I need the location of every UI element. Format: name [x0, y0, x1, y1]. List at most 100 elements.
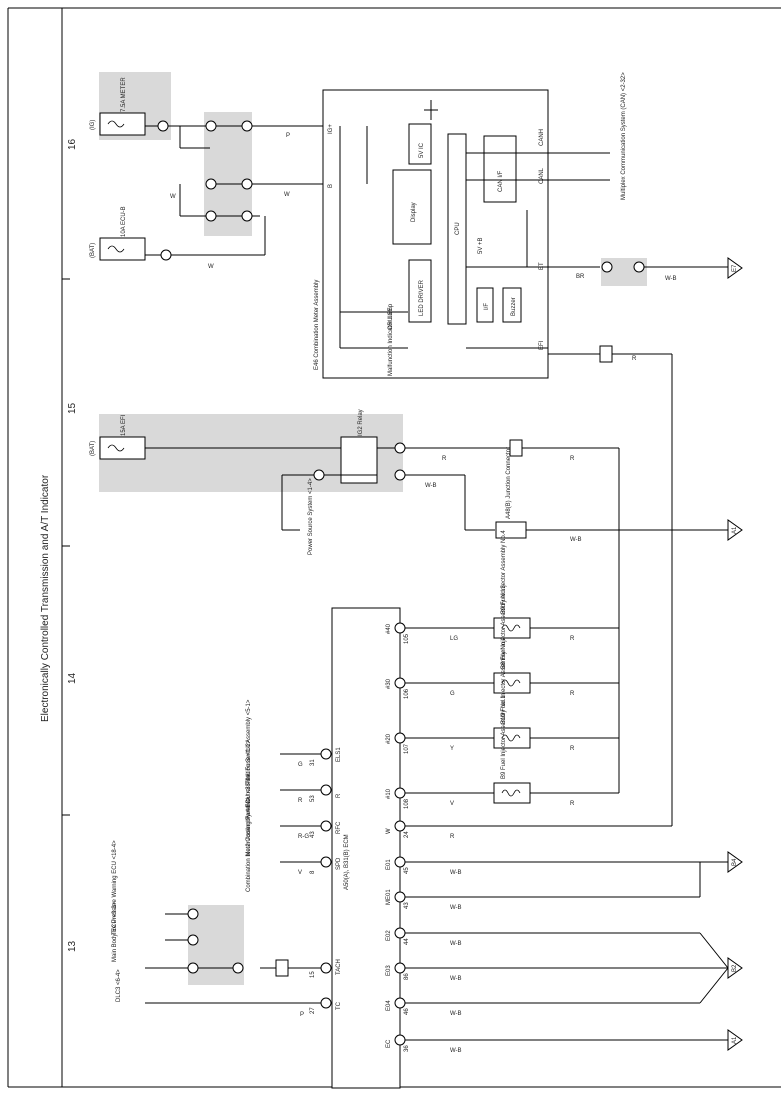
- ground-label: E7: [732, 264, 738, 272]
- pin-ig: IG+: [328, 124, 334, 134]
- block-5vb: 5V +B: [478, 237, 484, 254]
- wire-color: R: [450, 834, 455, 840]
- wire-color: R: [442, 456, 447, 462]
- ground-label: A1: [732, 526, 738, 534]
- wire-color: W-B: [665, 276, 677, 282]
- ground-symbol: [727, 1029, 743, 1051]
- pin-canl: CANL: [539, 167, 545, 184]
- ecm-pin-label: ELS1: [336, 747, 342, 762]
- ecm-pin-num: 36: [404, 1045, 410, 1052]
- block-cpu: CPU: [455, 222, 461, 235]
- ecm-pin-num: 107: [404, 743, 410, 754]
- ecm-pin-label: SPD: [336, 857, 342, 870]
- ecm-pin-num: 44: [404, 938, 410, 945]
- wire-color: W-B: [425, 483, 437, 489]
- wire-color: W-B: [450, 1011, 462, 1017]
- ground-symbol: [727, 519, 743, 541]
- ecm-pin-num: 86: [404, 973, 410, 980]
- wire-color: G: [450, 691, 455, 697]
- ground-symbol: [727, 957, 743, 979]
- pin-efi: EFI: [539, 340, 545, 350]
- tach-num: 15: [310, 971, 316, 978]
- mpx-label: Multiplex Communication System (CAN) <2-…: [621, 72, 627, 200]
- wire-color: W-B: [450, 870, 462, 876]
- cruise-label: CRUISE: [388, 307, 394, 330]
- pin-b: B: [328, 184, 334, 188]
- tach-pin: TACH: [336, 959, 342, 975]
- ecm-pin-num: 46: [404, 1008, 410, 1015]
- wire-color: W-B: [450, 905, 462, 911]
- ig2-relay: [340, 436, 378, 484]
- ecm-pin-num: 43: [310, 831, 316, 838]
- ecm-pin-label: #40: [386, 623, 392, 634]
- block-display: Display: [411, 202, 417, 222]
- wire-color: R: [570, 801, 575, 807]
- tc-pin: TC: [336, 1001, 342, 1010]
- ecm-right-pin: EC 36 W-B: [386, 1034, 462, 1054]
- wire-color: R-G: [298, 834, 309, 840]
- relay-label: IG2 Relay: [358, 409, 364, 436]
- wire-color: P: [300, 1012, 304, 1018]
- diagram-title: Electronically Controlled Transmission a…: [40, 474, 51, 722]
- meter-assembly-label: E46 Combination Meter Assembly: [314, 280, 320, 370]
- wire-color: G: [298, 762, 303, 768]
- ig-label: (IG): [90, 120, 96, 130]
- ground-label: B4: [732, 858, 738, 866]
- tc-dest: DLC3 <6-4>: [116, 969, 122, 1002]
- wire-color: Y: [450, 746, 454, 752]
- wire-color: W: [284, 192, 290, 198]
- tc-num: 27: [310, 1007, 316, 1014]
- wire-color: W-B: [450, 941, 462, 947]
- ecm-pin-num: 105: [404, 633, 410, 644]
- ecm-pin-label: #20: [386, 733, 392, 744]
- pin-canh: CANH: [539, 129, 545, 146]
- wire-color: LG: [450, 636, 458, 642]
- wire-color: V: [298, 870, 302, 876]
- ecm-pin-label: EC: [386, 1039, 392, 1048]
- ecm-pin-label: #10: [386, 788, 392, 799]
- pin-et: ET: [539, 262, 545, 270]
- injector-row: B10 Fuel Injector Assembly No.2 #20 107 Y R: [386, 636, 619, 754]
- efi-fuse: [99, 436, 146, 460]
- jc-label: A48(B) Junction Connector: [506, 447, 512, 519]
- wire-color: W-B: [450, 1048, 462, 1054]
- meter-fuse: [99, 112, 146, 136]
- ecm-pin-num: 24: [404, 831, 410, 838]
- ecm-pin-label: E03: [386, 965, 392, 976]
- block-5vic: 5V IC: [419, 142, 425, 158]
- bat-label-2: (BAT): [90, 441, 96, 456]
- ecm-pin-num: 53: [310, 795, 316, 802]
- ecm-pin-label: R: [336, 793, 342, 798]
- section-number: 16: [67, 138, 78, 150]
- section-number: 14: [67, 672, 78, 684]
- injector-label: B10 Fuel Injector Assembly No.2: [501, 636, 507, 724]
- tach-dest: Tire Pressure Warning ECU <18-4>: [112, 840, 118, 935]
- mil-label: Malfunction Indicator Lamp: [388, 303, 394, 376]
- ecm-pin-num: 43: [404, 902, 410, 909]
- injector-label: B8 Fuel Injector Assembly No.3: [501, 585, 507, 669]
- ecm-dest-label: TAIL Fuse <1-2>: [246, 739, 252, 784]
- ecm-dest-label: Park/Neutral Position Switch Assembly <5…: [246, 699, 252, 820]
- wire-color: R: [570, 636, 575, 642]
- wire-color: W: [170, 194, 176, 200]
- ecm-pin-num: 45: [404, 867, 410, 874]
- tach-dest: Main Body ECU <3-3>: [112, 901, 118, 962]
- ecm-pin-label: ME01: [386, 889, 392, 905]
- wire-color: W: [208, 264, 214, 270]
- ecm-pin-label: RFC: [336, 821, 342, 834]
- wire-color: BR: [576, 274, 585, 280]
- ecub-fuse: [99, 237, 146, 261]
- ecm-box: [331, 607, 401, 1089]
- combination-meter-assembly: [322, 89, 549, 379]
- section-number: 15: [67, 402, 78, 414]
- ground-symbol: [727, 257, 743, 279]
- wire-color: P: [286, 133, 290, 139]
